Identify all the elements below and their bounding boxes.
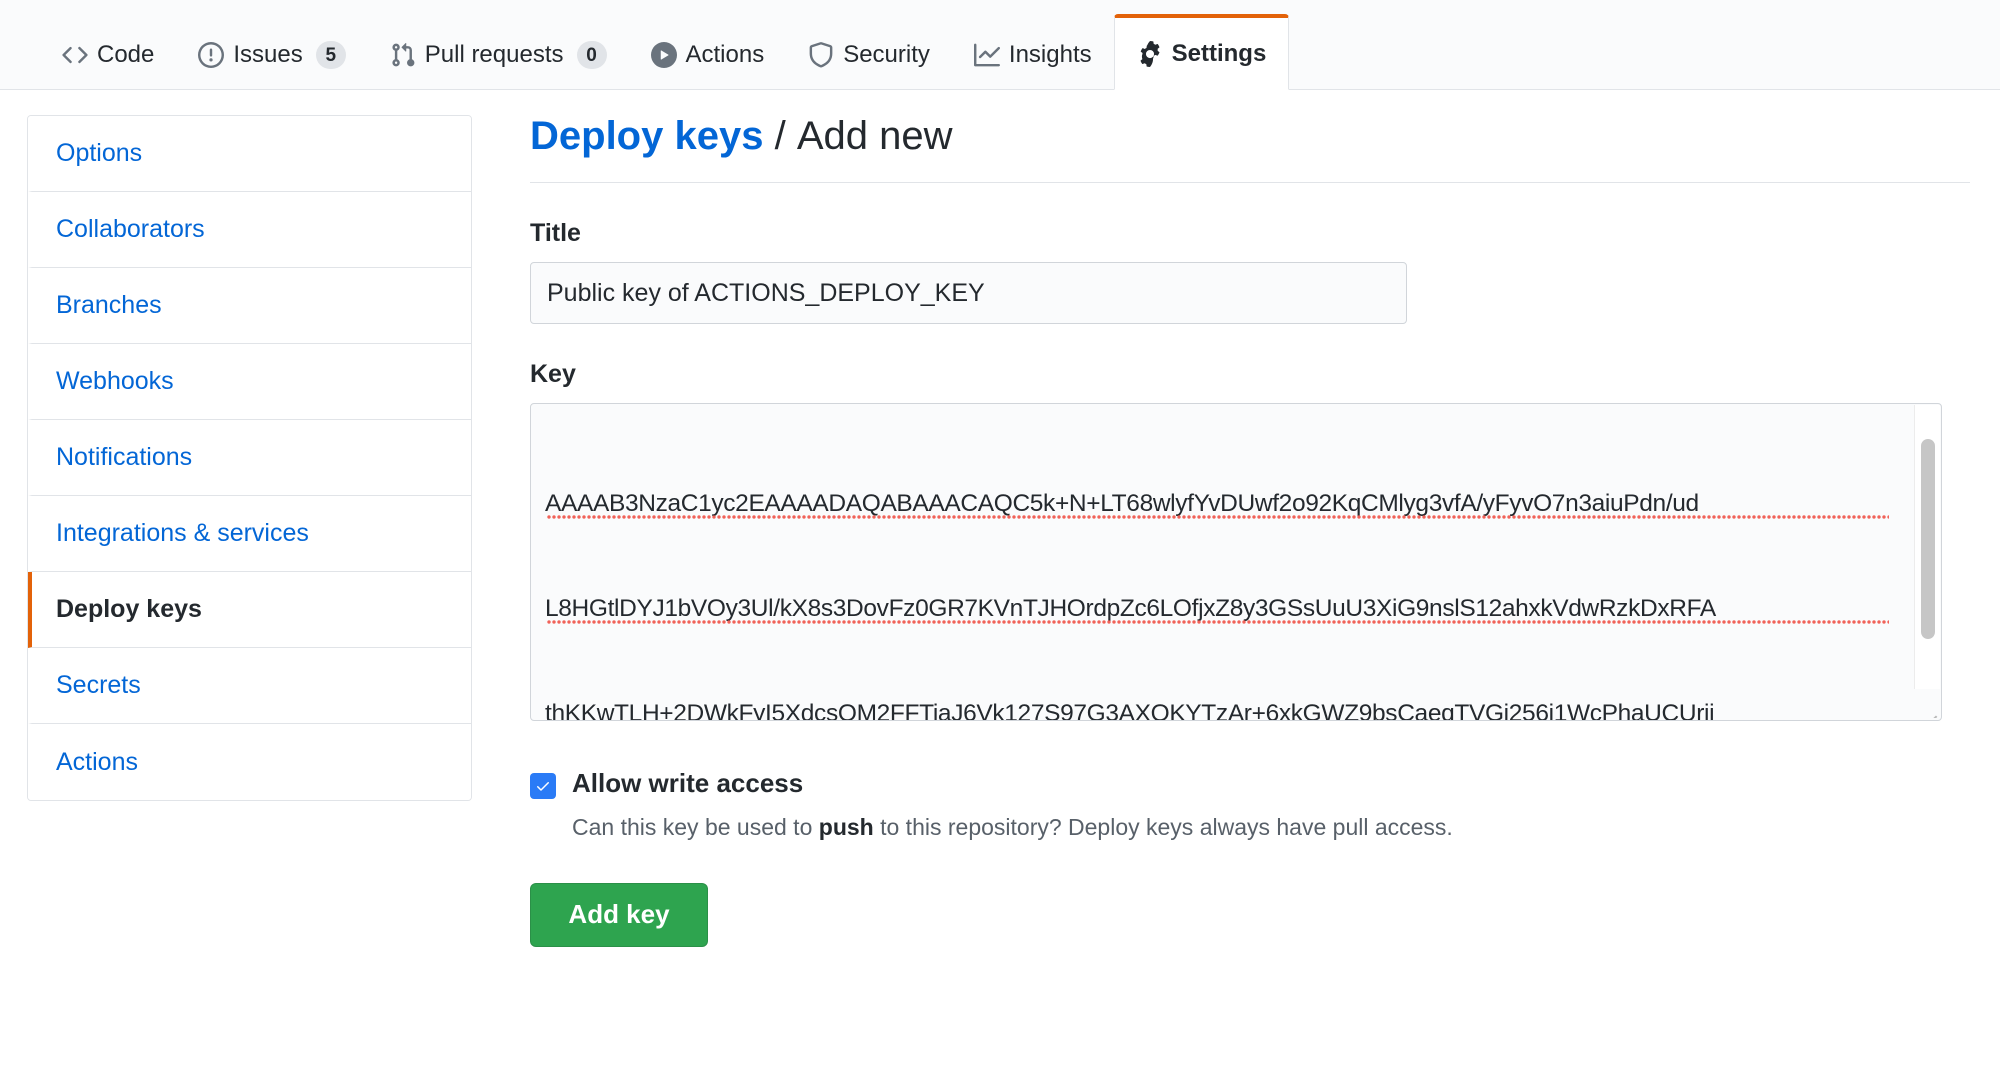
repository-nav: Code Issues 5 Pull requests 0 Actions [0,0,2000,90]
breadcrumb-current: Add new [796,114,953,158]
key-line: L8HGtlDYJ1bVOy3Ul/kX8s3DovFz0GR7KVnTJHOr… [545,591,1899,626]
tab-pull-requests[interactable]: Pull requests 0 [368,17,629,89]
sidebar-item-label: Notifications [56,443,193,471]
sidebar-item-deploy-keys[interactable]: Deploy keys [28,572,471,648]
title-input[interactable] [530,262,1407,324]
tab-issues[interactable]: Issues 5 [176,17,367,89]
shield-icon [808,42,834,68]
tab-actions[interactable]: Actions [629,17,787,89]
allow-write-access-label: Allow write access [572,768,804,798]
settings-sidebar: Options Collaborators Branches Webhooks … [27,115,472,801]
tab-label: Security [843,41,930,68]
sidebar-item-label: Actions [56,747,138,776]
tab-label: Settings [1171,39,1267,67]
git-pull-request-icon [390,42,416,68]
issue-opened-icon [198,42,225,68]
sidebar-item-notifications[interactable]: Notifications [28,420,471,496]
main-content: Deploy keys / Add new Title Key AAAAB3Nz… [530,112,1970,947]
sidebar-item-label: Secrets [56,671,141,699]
pull-requests-counter: 0 [576,41,607,69]
tab-label: Pull requests [424,41,564,68]
sidebar-item-options[interactable]: Options [28,116,471,192]
help-suffix: to this repository? Deploy keys always h… [873,813,1453,840]
allow-write-access-row[interactable]: Allow write access [530,767,1970,801]
play-icon [650,42,677,68]
breadcrumb-separator: / [774,114,786,158]
help-prefix: Can this key be used to [572,813,819,840]
scrollbar-thumb[interactable] [1921,439,1935,639]
sidebar-item-label: Deploy keys [56,595,202,623]
tab-insights[interactable]: Insights [952,17,1114,89]
tab-code[interactable]: Code [40,17,176,89]
tab-label: Code [97,41,155,68]
tab-label: Insights [1008,41,1092,68]
add-key-button[interactable]: Add key [530,882,708,947]
sidebar-item-label: Collaborators [56,215,205,243]
page-title: Deploy keys / Add new [530,112,1970,183]
sidebar-item-webhooks[interactable]: Webhooks [28,344,471,420]
settings-page: Options Collaborators Branches Webhooks … [0,90,2000,1090]
key-textarea-scrollbar[interactable] [1914,405,1940,689]
key-line: thKKwTLH+2DWkFyI5XdcsQM2FFTiaJ6Vk127S97G… [545,696,1899,720]
gear-icon [1137,40,1163,67]
tab-settings[interactable]: Settings [1113,14,1290,90]
sidebar-item-actions[interactable]: Actions [28,724,471,800]
key-line: AAAAB3NzaC1yc2EAAAADAQABAAACAQC5k+N+LT68… [545,486,1899,521]
title-field-label: Title [530,219,581,247]
code-icon [62,42,88,68]
textarea-resize-handle[interactable] [1913,692,1939,718]
sidebar-item-label: Webhooks [56,367,174,395]
graph-icon [973,42,1000,68]
breadcrumb-deploy-keys-link[interactable]: Deploy keys [530,114,764,158]
key-field-label: Key [530,360,576,388]
allow-write-access-help: Can this key be used to push to this rep… [572,811,1970,843]
help-bold-push: push [818,813,874,840]
sidebar-item-secrets[interactable]: Secrets [28,648,471,724]
key-textarea-content: AAAAB3NzaC1yc2EAAAADAQABAAACAQC5k+N+LT68… [531,404,1913,720]
sidebar-item-collaborators[interactable]: Collaborators [28,192,471,268]
tab-label: Issues [233,41,303,68]
tab-label: Actions [685,41,765,68]
sidebar-item-label: Options [56,139,143,167]
tab-security[interactable]: Security [786,17,952,89]
sidebar-item-label: Integrations & services [56,519,309,547]
sidebar-item-label: Branches [56,291,162,319]
allow-write-access-checkbox[interactable] [530,773,556,799]
issues-counter: 5 [315,41,346,69]
key-textarea[interactable]: AAAAB3NzaC1yc2EAAAADAQABAAACAQC5k+N+LT68… [530,403,1942,721]
sidebar-item-branches[interactable]: Branches [28,268,471,344]
sidebar-item-integrations-and-services[interactable]: Integrations & services [28,496,471,572]
